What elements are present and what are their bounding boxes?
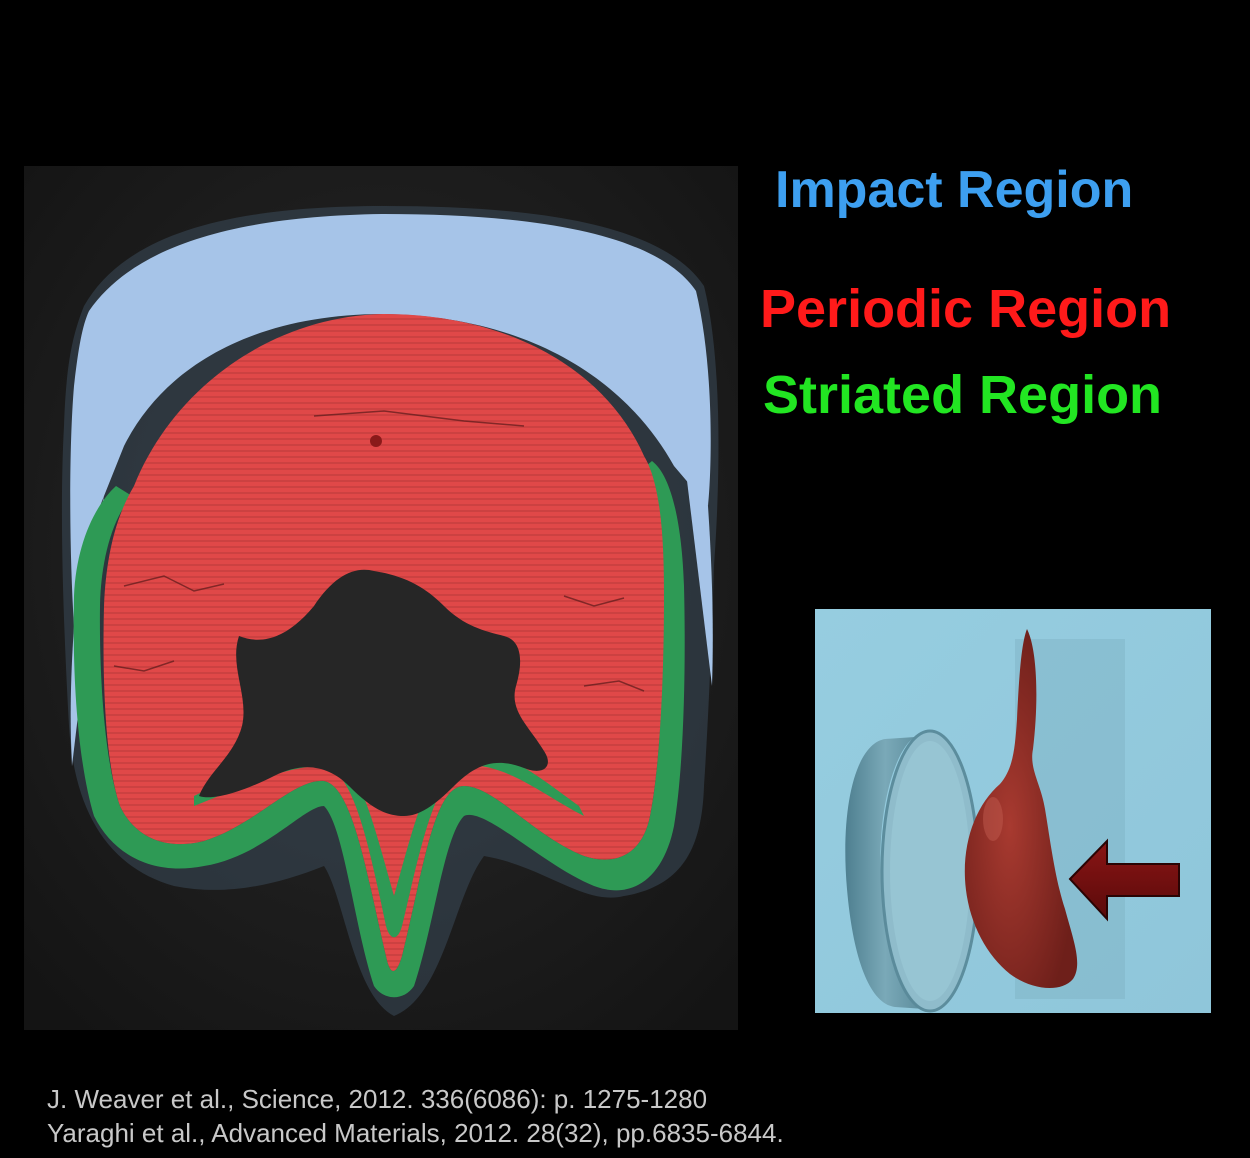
citations: J. Weaver et al., Science, 2012. 336(608… xyxy=(47,1082,784,1150)
dark-spot xyxy=(370,435,382,447)
micrograph-cross-section xyxy=(24,166,738,1030)
label-periodic-region: Periodic Region xyxy=(760,282,1171,336)
inset-illustration xyxy=(815,609,1211,1013)
target-disc xyxy=(845,731,978,1011)
label-striated-region: Striated Region xyxy=(763,368,1162,422)
citation-yaraghi: Yaraghi et al., Advanced Materials, 2012… xyxy=(47,1116,784,1150)
citation-weaver: J. Weaver et al., Science, 2012. 336(608… xyxy=(47,1082,784,1116)
label-impact-region: Impact Region xyxy=(775,164,1133,216)
